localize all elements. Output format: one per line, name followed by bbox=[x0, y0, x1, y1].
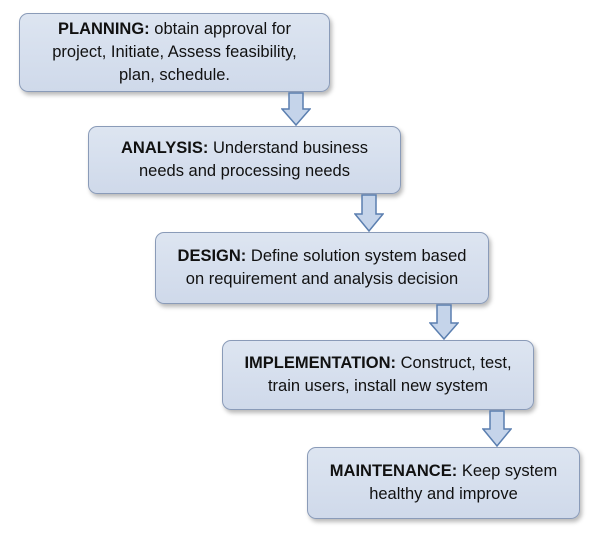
analysis-desc-2: needs and processing needs bbox=[139, 162, 350, 180]
down-arrow-icon bbox=[354, 194, 384, 232]
analysis-title: ANALYSIS: bbox=[120, 139, 209, 157]
implementation-desc-2: train users, install new system bbox=[267, 377, 489, 395]
design-title: DESIGN: bbox=[177, 247, 247, 265]
down-arrow-icon bbox=[429, 304, 459, 340]
maintenance-box: MAINTENANCE: Keep system healthy and imp… bbox=[307, 447, 580, 519]
planning-box: PLANNING: obtain approval for project, I… bbox=[19, 13, 330, 92]
implementation-box: IMPLEMENTATION: Construct, test, train u… bbox=[222, 340, 534, 410]
maintenance-text: MAINTENANCE: Keep system healthy and imp… bbox=[330, 460, 557, 506]
analysis-text: ANALYSIS: Understand business needs and … bbox=[121, 137, 368, 183]
implementation-title: IMPLEMENTATION: bbox=[244, 354, 396, 372]
maintenance-desc-2: healthy and improve bbox=[369, 485, 518, 503]
planning-text: PLANNING: obtain approval for project, I… bbox=[52, 18, 297, 87]
planning-title: PLANNING: bbox=[58, 20, 150, 38]
maintenance-title: MAINTENANCE: bbox=[329, 462, 458, 480]
design-desc-2: on requirement and analysis decision bbox=[185, 270, 459, 288]
planning-desc-1: obtain approval for bbox=[154, 20, 291, 38]
down-arrow-icon bbox=[281, 92, 311, 126]
implementation-desc-1: Construct, test, bbox=[400, 354, 512, 372]
design-desc-1: Define solution system based bbox=[250, 247, 467, 265]
planning-desc-2: project, Initiate, Assess feasibility, bbox=[52, 43, 297, 61]
analysis-desc-1: Understand business bbox=[213, 139, 369, 157]
down-arrow-icon bbox=[482, 410, 512, 447]
analysis-box: ANALYSIS: Understand business needs and … bbox=[88, 126, 401, 194]
implementation-text: IMPLEMENTATION: Construct, test, train u… bbox=[244, 352, 511, 398]
design-box: DESIGN: Define solution system based on … bbox=[155, 232, 489, 304]
design-text: DESIGN: Define solution system based on … bbox=[178, 245, 467, 291]
planning-desc-3: plan, schedule. bbox=[119, 66, 230, 84]
maintenance-desc-1: Keep system bbox=[461, 462, 558, 480]
